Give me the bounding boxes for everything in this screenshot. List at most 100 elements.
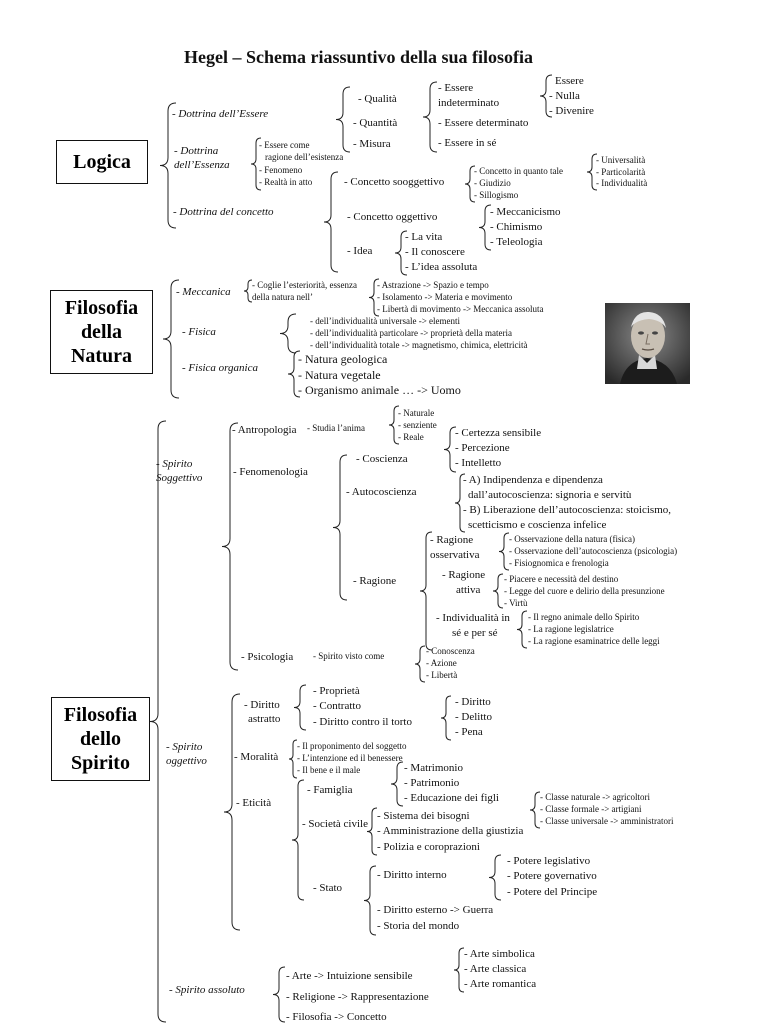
brace-21: [454, 473, 466, 533]
societa-item-3: - Polizia e coroprazioni: [377, 841, 480, 853]
brace-24: [492, 573, 504, 609]
coscienza-item-1: - Certezza sensibile: [455, 427, 542, 439]
auto-item-4: scetticismo e coscienza infelice: [468, 519, 607, 531]
coscienza: - Coscienza: [356, 453, 408, 465]
indiv-item-2: - La ragione legislatrice: [528, 624, 614, 634]
brace-18: [388, 405, 400, 445]
oss-item-3: - Fisiognomica e frenologia: [509, 558, 609, 568]
torto-item-1: - Diritto: [455, 696, 491, 708]
psicologia: - Psicologia: [241, 651, 294, 663]
natura-meccanica: - Meccanica: [176, 286, 231, 298]
spirito-label-2: dello: [79, 728, 122, 750]
natura-organica: - Fisica organica: [182, 362, 258, 374]
attiva-item-2: - Legge del cuore e delirio della presun…: [504, 586, 665, 596]
societa-civile: - Società civile: [302, 818, 368, 830]
brace-22: [419, 531, 433, 651]
brace-12: [243, 279, 253, 303]
fenomenologia: - Fenomenologia: [233, 466, 308, 478]
spirito-soggettivo-1: - Spirito: [156, 458, 193, 470]
auto-item-1: - A) Indipendenza e dipendenza: [463, 474, 603, 486]
anima-item-1: - Naturale: [398, 408, 435, 418]
brace-4: [539, 74, 553, 118]
spirito-soggettivo-2: Soggettivo: [156, 472, 203, 484]
meccanica-desc-1: - Coglie l’esteriorità, essenza: [252, 280, 357, 290]
hegel-portrait-icon: [605, 303, 690, 384]
famiglia-item-3: - Educazione dei figli: [404, 792, 499, 804]
assoluto-item-2: - Religione -> Rappresentazione: [286, 991, 429, 1003]
assoluto-item-1: - Arte -> Intuizione sensibile: [286, 970, 413, 982]
brace-2: [335, 86, 351, 153]
famiglia-item-1: - Matrimonio: [404, 762, 463, 774]
diritto-astratto-2: astratto: [248, 713, 281, 725]
page-title: Hegel – Schema riassuntivo della sua fil…: [184, 47, 534, 67]
arte-item-3: - Arte romantica: [464, 978, 537, 990]
brace-31: [291, 779, 305, 901]
famiglia-item-2: - Patrimonio: [404, 777, 460, 789]
idea-item-3: - L’idea assoluta: [405, 261, 478, 273]
logica-essere-det: - Essere determinato: [438, 117, 529, 129]
brace-14: [279, 313, 297, 354]
stato: - Stato: [313, 882, 343, 894]
autocoscienza: - Autocoscienza: [346, 486, 417, 498]
univ-item-1: - Universalità: [596, 155, 646, 165]
essenza-item-3: - Fenomeno: [259, 165, 303, 175]
diritto-item-2: - Contratto: [313, 700, 361, 712]
logica-essere: - Dottrina dell’Essere: [172, 108, 269, 120]
diritto-astratto-1: - Diritto: [244, 699, 280, 711]
spirito-assoluto: - Spirito assoluto: [169, 984, 245, 996]
idea-item-1: - La vita: [405, 231, 443, 243]
oss-item-2: - Osservazione dell’autocoscienza (psico…: [509, 546, 678, 556]
anima-item-2: - senziente: [398, 420, 437, 430]
classe-item-2: - Classe formale -> artigiani: [540, 804, 642, 814]
potere-item-3: - Potere del Principe: [507, 886, 598, 898]
meccanica-item-1: - Astrazione -> Spazio e tempo: [377, 280, 489, 290]
idea-item-2: - Il conoscere: [405, 246, 465, 258]
logica-misura: - Misura: [353, 138, 391, 150]
auto-item-2: dall’autocoscienza: signoria e servitù: [468, 489, 632, 501]
natura-label-1: Filosofia: [64, 297, 139, 319]
ragione-oss-1: - Ragione: [430, 534, 474, 546]
logica-idea: - Idea: [347, 245, 373, 257]
brace-38: [453, 947, 465, 993]
spirito-oggettivo-2: oggettivo: [166, 755, 207, 767]
brace-34: [529, 791, 541, 829]
sogg-item-2: - Giudizio: [474, 178, 511, 188]
brace-37: [272, 966, 286, 1023]
classe-item-1: - Classe naturale -> agricoltori: [540, 792, 651, 802]
indiv-item-3: - La ragione esaminatrice delle leggi: [528, 636, 660, 646]
auto-item-3: - B) Liberazione dell’autocoscienza: sto…: [463, 504, 672, 516]
ragione-oss-2: osservativa: [430, 549, 480, 561]
brace-36: [488, 854, 502, 901]
fisica-item-1: - dell’individualità universale -> eleme…: [310, 316, 461, 326]
meccanica-item-2: - Isolamento -> Materia e movimento: [377, 292, 513, 302]
fisica-item-3: - dell’individualità totale -> magnetism…: [310, 340, 528, 350]
ogg-item-2: - Chimismo: [490, 221, 543, 233]
brace-5: [250, 137, 262, 191]
brace-23: [498, 532, 510, 571]
diritto-item-3: - Diritto contro il torto: [313, 716, 412, 728]
moralita: - Moralità: [234, 751, 279, 763]
brace-27: [223, 693, 241, 931]
brace-25: [516, 610, 528, 649]
logica-nulla: - Nulla: [549, 90, 580, 102]
individualita-1: - Individualità in: [436, 612, 510, 624]
brace-10: [394, 230, 408, 276]
logica-essere-in-se: - Essere in sé: [438, 137, 497, 149]
logica-ogg: - Concetto oggettivo: [347, 211, 438, 223]
essenza-item-4: - Realtà in atto: [259, 177, 313, 187]
ragione: - Ragione: [353, 575, 397, 587]
brace-3: [422, 81, 438, 153]
brace-20: [443, 426, 457, 473]
societa-item-1: - Sistema dei bisogni: [377, 810, 470, 822]
indiv-item-1: - Il regno animale dello Spirito: [528, 612, 640, 622]
logica-qualita: - Qualità: [358, 93, 397, 105]
brace-28: [293, 684, 307, 731]
logica-quantita: - Quantità: [353, 117, 398, 129]
natura-label-2: della: [80, 321, 123, 343]
potere-item-1: - Potere legislativo: [507, 855, 591, 867]
coscienza-item-3: - Intelletto: [455, 457, 502, 469]
brace-15: [287, 350, 301, 398]
brace-33: [366, 807, 378, 856]
logica-concetto: - Dottrina del concetto: [173, 206, 274, 218]
arte-item-2: - Arte classica: [464, 963, 527, 975]
